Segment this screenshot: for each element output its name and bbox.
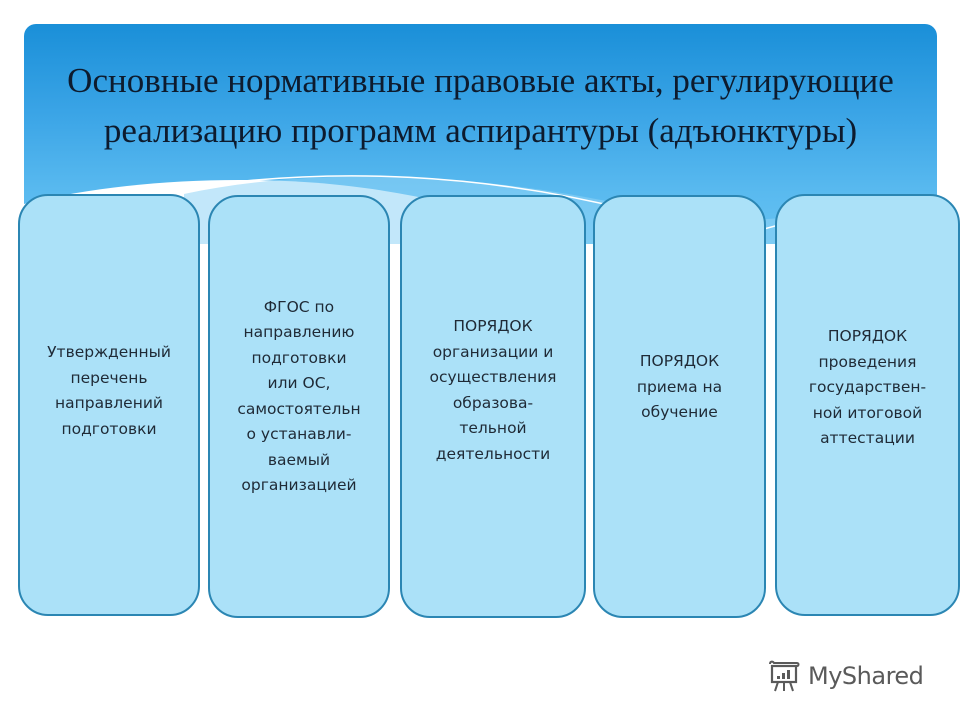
title-line-1: Основные нормативные правовые акты, регу… bbox=[67, 61, 894, 100]
brand-name: MyShared bbox=[808, 662, 924, 690]
presentation-board-icon bbox=[769, 660, 800, 692]
card-final-attestation-procedure: ПОРЯДОК проведения государствен- ной ито… bbox=[775, 194, 960, 616]
card-admission-procedure: ПОРЯДОК приема на обучение bbox=[593, 195, 766, 618]
myshared-watermark[interactable]: MyShared bbox=[766, 656, 924, 696]
card-approved-list: Утвержденный перечень направлений подгот… bbox=[18, 194, 200, 616]
card-text: ФГОС по направлению подготовки или ОС, с… bbox=[237, 297, 361, 495]
title-line-2: реализацию программ аспирантуры (адъюнкт… bbox=[103, 111, 858, 150]
card-text: ПОРЯДОК проведения государствен- ной ито… bbox=[808, 327, 927, 448]
card-educational-procedure: ПОРЯДОК организации и осуществления обра… bbox=[400, 195, 586, 618]
card-fgos: ФГОС по направлению подготовки или ОС, с… bbox=[208, 195, 390, 618]
card-text: ПОРЯДОК организации и осуществления обра… bbox=[429, 317, 557, 463]
card-text: Утвержденный перечень направлений подгот… bbox=[47, 343, 171, 438]
card-text: ПОРЯДОК приема на обучение bbox=[636, 352, 723, 422]
slide-title: Основные нормативные правовые акты, регу… bbox=[24, 56, 937, 156]
